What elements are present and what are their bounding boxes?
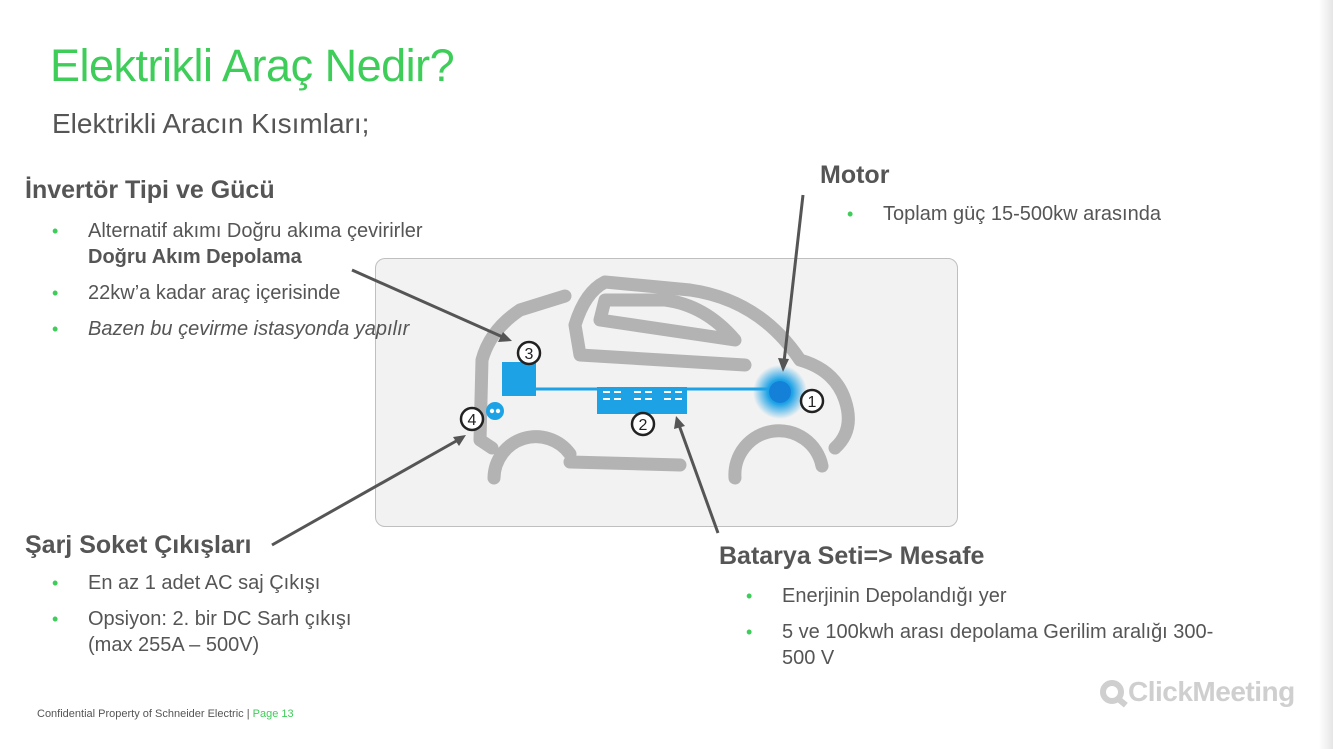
- inverter-box-icon: [502, 362, 536, 396]
- motor-bullets: Toplam güç 15-500kw arasında: [847, 201, 1267, 237]
- battery-bullet-1-text: Enerjinin Depolandığı yer: [782, 585, 1007, 607]
- charging-bullet-2: Opsiyon: 2. bir DC Sarh çıkışı (max 255A…: [52, 606, 472, 658]
- inverter-bullet-1: Alternatif akımı Doğru akıma çevirirler …: [52, 218, 482, 270]
- charging-bullet-1-text: En az 1 adet AC saj Çıkışı: [88, 572, 321, 594]
- marker-3: 3: [516, 340, 542, 366]
- battery-bullet-2-sub: 500 V: [782, 647, 835, 669]
- charging-socket-icon: [486, 402, 504, 420]
- marker-1: 1: [799, 388, 825, 414]
- motor-bullet-1-text: Toplam güç 15-500kw arasında: [883, 203, 1161, 225]
- charging-bullet-2-sub: (max 255A – 500V): [88, 634, 260, 656]
- clickmeeting-logo-icon: [1100, 680, 1124, 704]
- inverter-bullet-2-text: 22kw’a kadar araç içerisinde: [88, 282, 341, 304]
- inverter-bullet-3: Bazen bu çevirme istasyonda yapılır: [52, 316, 482, 342]
- svg-text:2: 2: [639, 417, 648, 434]
- charging-heading: Şarj Soket Çıkışları: [25, 531, 252, 559]
- battery-bullets: Enerjinin Depolandığı yer 5 ve 100kwh ar…: [746, 583, 1286, 681]
- inverter-bullet-2: 22kw’a kadar araç içerisinde: [52, 280, 482, 306]
- inverter-bullet-3-text: Bazen bu çevirme istasyonda yapılır: [88, 318, 410, 340]
- motor-glow-icon: [753, 365, 807, 419]
- inverter-bullet-1-text: Alternatif akımı Doğru akıma çevirirler: [88, 220, 423, 242]
- slide-edge-shadow: [1319, 0, 1333, 749]
- footer: Confidential Property of Schneider Elect…: [37, 708, 294, 720]
- svg-text:3: 3: [525, 346, 534, 363]
- slide-title: Elektrikli Araç Nedir?: [50, 40, 455, 91]
- battery-heading: Batarya Seti=> Mesafe: [719, 542, 985, 570]
- clickmeeting-watermark: ClickMeeting: [1100, 676, 1295, 708]
- charging-bullet-2-text: Opsiyon: 2. bir DC Sarh çıkışı: [88, 608, 352, 630]
- battery-bullet-1: Enerjinin Depolandığı yer: [746, 583, 1286, 609]
- svg-text:1: 1: [808, 394, 817, 411]
- footer-page-number: Page 13: [252, 708, 294, 720]
- battery-pack-icon: [597, 387, 687, 414]
- charging-bullet-1: En az 1 adet AC saj Çıkışı: [52, 570, 472, 596]
- marker-2: 2: [630, 411, 656, 437]
- footer-text: Confidential Property of Schneider Elect…: [37, 708, 250, 720]
- motor-heading: Motor: [820, 161, 890, 189]
- marker-4: 4: [459, 406, 485, 432]
- svg-text:4: 4: [468, 412, 477, 429]
- slide-subtitle: Elektrikli Aracın Kısımları;: [52, 108, 370, 139]
- battery-bullet-2: 5 ve 100kwh arası depolama Gerilim aralı…: [746, 619, 1286, 671]
- motor-bullet-1: Toplam güç 15-500kw arasında: [847, 201, 1267, 227]
- inverter-bullets: Alternatif akımı Doğru akıma çevirirler …: [52, 218, 482, 352]
- charging-bullets: En az 1 adet AC saj Çıkışı Opsiyon: 2. b…: [52, 570, 472, 668]
- inverter-heading: İnvertör Tipi ve Gücü: [25, 176, 275, 204]
- battery-bullet-2-text: 5 ve 100kwh arası depolama Gerilim aralı…: [782, 621, 1214, 643]
- inverter-bullet-1-sub: Doğru Akım Depolama: [88, 246, 302, 268]
- watermark-text: ClickMeeting: [1128, 676, 1295, 707]
